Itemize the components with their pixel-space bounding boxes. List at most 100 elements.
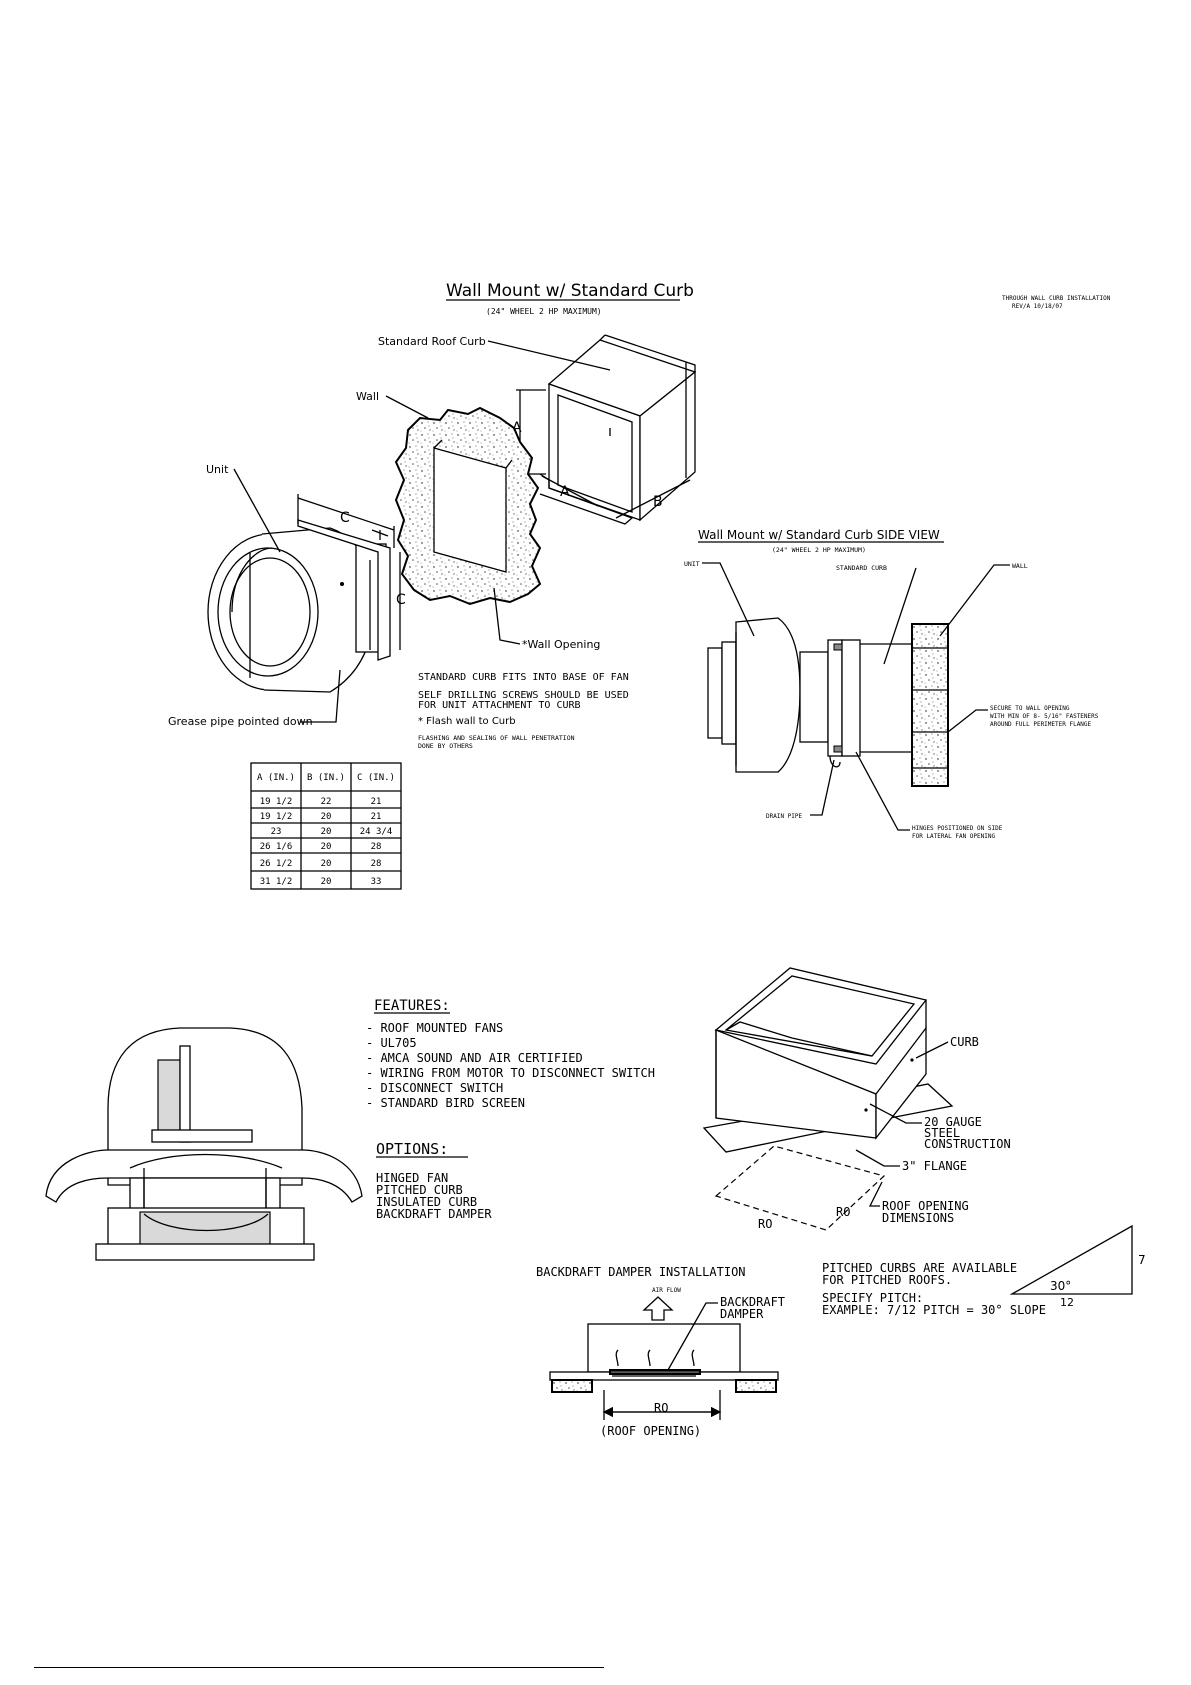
dimension-table: A (IN.) B (IN.) C (IN.) 19 1/2 22 21 19 …: [250, 762, 402, 890]
table-cell: 20: [321, 842, 332, 852]
table-header-b: B (IN.): [307, 773, 345, 783]
side-secure-label-2: WITH MIN OF 8- 5/16" FASTENERS: [990, 713, 1099, 720]
backdraft-damper-label-2: DAMPER: [720, 1307, 764, 1321]
roof-opening-label-1: ROOF OPENING: [882, 1199, 969, 1213]
pitch-line-3: SPECIFY PITCH:: [822, 1291, 923, 1305]
air-flow-label: AIR FLOW: [652, 1287, 681, 1294]
grease-pipe-label: Grease pipe pointed down: [168, 715, 313, 728]
feature-item: - ROOF MOUNTED FANS: [366, 1021, 503, 1035]
note-4: * Flash wall to Curb: [418, 716, 516, 727]
side-view-title: Wall Mount w/ Standard Curb SIDE VIEW: [698, 528, 940, 542]
pitch-line-1: PITCHED CURBS ARE AVAILABLE: [822, 1261, 1017, 1275]
note-5: FLASHING AND SEALING OF WALL PENETRATION: [418, 734, 575, 742]
fan-unit-drawing: [207, 519, 391, 693]
table-cell: 20: [321, 877, 332, 887]
pitch-rise-label: 7: [1138, 1253, 1146, 1267]
side-drain-pipe-label: DRAIN PIPE: [766, 813, 803, 820]
backdraft-damper-label-1: BACKDRAFT: [720, 1295, 785, 1309]
revision-line-1: THROUGH WALL CURB INSTALLATION: [1002, 295, 1111, 302]
dim-c-vertical: C: [396, 592, 406, 608]
backdraft-title: BACKDRAFT DAMPER INSTALLATION: [536, 1265, 746, 1279]
backdraft-damper-drawing: BACKDRAFT DAMPER INSTALLATION AIR FLOW: [536, 1265, 779, 1420]
side-view: Wall Mount w/ Standard Curb SIDE VIEW (2…: [684, 528, 1099, 840]
option-item: PITCHED CURB: [376, 1183, 463, 1197]
bottom-rule: [34, 1667, 604, 1668]
feature-item: - AMCA SOUND AND AIR CERTIFIED: [366, 1051, 583, 1065]
gauge-label-1: 20 GAUGE: [924, 1115, 982, 1129]
option-item: BACKDRAFT DAMPER: [376, 1207, 492, 1221]
pitch-run-label: 12: [1060, 1296, 1074, 1309]
table-cell: 21: [371, 797, 382, 807]
wall-drawing: [394, 406, 542, 606]
table-cell: 19 1/2: [260, 797, 293, 807]
pitch-triangle-drawing: [1009, 1224, 1133, 1295]
gauge-label-3: CONSTRUCTION: [924, 1137, 1011, 1151]
side-hinges-label-1: HINGES POSITIONED ON SIDE: [912, 825, 1003, 832]
dim-b: B: [653, 494, 663, 510]
feature-item: - STANDARD BIRD SCREEN: [366, 1096, 525, 1110]
option-item: HINGED FAN: [376, 1171, 448, 1185]
side-secure-label-1: SECURE TO WALL OPENING: [990, 705, 1070, 712]
revision-line-2: REV/A 10/18/07: [1012, 303, 1063, 310]
table-header-c: C (IN.): [357, 773, 395, 783]
wall-label: Wall: [356, 390, 379, 403]
note-2: SELF DRILLING SCREWS SHOULD BE USED: [418, 690, 629, 701]
pitch-block: PITCHED CURBS ARE AVAILABLE FOR PITCHED …: [822, 1224, 1146, 1317]
note-1: STANDARD CURB FITS INTO BASE OF FAN: [418, 672, 629, 683]
dim-a-horizontal: A: [560, 484, 570, 500]
dim-c-horizontal: C: [340, 510, 350, 526]
feature-item: - UL705: [366, 1036, 417, 1050]
feature-item: - WIRING FROM MOTOR TO DISCONNECT SWITCH: [366, 1066, 655, 1080]
note-3: FOR UNIT ATTACHMENT TO CURB: [418, 700, 581, 711]
feature-item: - DISCONNECT SWITCH: [366, 1081, 503, 1095]
table-cell: 33: [371, 877, 382, 887]
table-cell: 26 1/2: [260, 859, 293, 869]
ro-label-1: RO: [758, 1217, 772, 1231]
wall-opening-label: *Wall Opening: [522, 638, 600, 651]
options-block: OPTIONS: HINGED FAN PITCHED CURB INSULAT…: [376, 1140, 492, 1221]
option-item: INSULATED CURB: [376, 1195, 477, 1209]
pitch-line-4: EXAMPLE: 7/12 PITCH = 30° SLOPE: [822, 1303, 1046, 1317]
side-wall-label: WALL: [1012, 562, 1028, 570]
table-cell: 24 3/4: [360, 827, 393, 837]
table-cell: 20: [321, 827, 332, 837]
pitch-line-2: FOR PITCHED ROOFS.: [822, 1273, 952, 1287]
ro-label-2: RO: [836, 1205, 850, 1219]
side-wall-drawing: [911, 623, 949, 787]
table-cell: 19 1/2: [260, 812, 293, 822]
pitch-angle-label: 30°: [1050, 1279, 1071, 1293]
table-cell: 26 1/6: [260, 842, 293, 852]
standard-roof-curb-label: Standard Roof Curb: [378, 335, 486, 348]
table-cell: 28: [371, 842, 382, 852]
backdraft-ro-label: RO: [654, 1401, 668, 1415]
table-cell: 21: [371, 812, 382, 822]
table-cell: 31 1/2: [260, 877, 293, 887]
table-cell: 22: [321, 797, 332, 807]
table-header-a: A (IN.): [257, 773, 295, 783]
unit-label: Unit: [206, 463, 229, 476]
options-heading: OPTIONS:: [376, 1140, 448, 1158]
side-view-subtitle: (24" WHEEL 2 HP MAXIMUM): [772, 546, 866, 554]
table-cell: 23: [271, 827, 282, 837]
roof-opening-label-2: DIMENSIONS: [882, 1211, 954, 1225]
roof-opening-caption: (ROOF OPENING): [600, 1424, 701, 1438]
curb-label: CURB: [950, 1035, 979, 1049]
features-heading: FEATURES:: [374, 998, 450, 1014]
side-unit-label: UNIT: [684, 560, 700, 568]
flange-label: 3" FLANGE: [902, 1159, 967, 1173]
table-cell: 20: [321, 812, 332, 822]
curb-isometric-drawing: [702, 967, 954, 1231]
side-secure-label-3: AROUND FULL PERIMETER FLANGE: [990, 721, 1092, 728]
gauge-label-2: STEEL: [924, 1126, 960, 1140]
wall-mount-title: Wall Mount w/ Standard Curb: [446, 281, 694, 301]
standard-roof-curb-drawing: [539, 334, 697, 525]
wall-mount-subtitle: (24" WHEEL 2 HP MAXIMUM): [486, 307, 602, 316]
side-standard-curb-label: STANDARD CURB: [836, 564, 887, 572]
dim-a-vertical: A: [512, 420, 522, 436]
installation-notes: STANDARD CURB FITS INTO BASE OF FAN SELF…: [418, 672, 629, 750]
table-cell: 20: [321, 859, 332, 869]
note-6: DONE BY OTHERS: [418, 742, 473, 750]
features-block: FEATURES: - ROOF MOUNTED FANS - UL705 - …: [366, 998, 655, 1110]
side-hinges-label-2: FOR LATERAL FAN OPENING: [912, 833, 995, 840]
